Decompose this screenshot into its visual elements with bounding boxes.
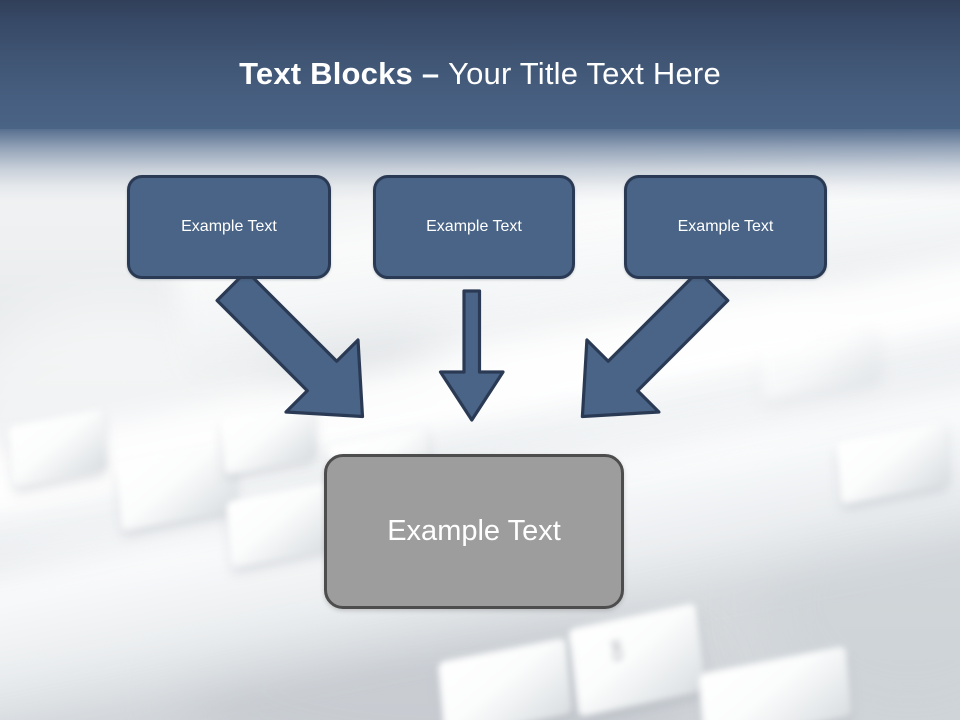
keyboard-key-legend-ctrl: Ctrl (608, 638, 627, 663)
text-block-1-label: Example Text (181, 218, 277, 235)
text-block-3-label: Example Text (677, 218, 774, 235)
text-block-result-label: Example Text (387, 515, 561, 547)
page-title: Text Blocks – Your Title Text Here (0, 53, 960, 95)
text-block-3[interactable]: Example Text (624, 175, 827, 279)
page-title-dash: – (413, 56, 449, 91)
page-title-strong: Text Blocks (239, 56, 413, 91)
header-band (0, 0, 960, 129)
text-block-2-label: Example Text (426, 218, 522, 235)
page-title-rest: Your Title Text Here (448, 56, 721, 91)
text-block-1[interactable]: Example Text (127, 175, 331, 279)
text-block-2[interactable]: Example Text (373, 175, 575, 279)
text-block-result[interactable]: Example Text (324, 454, 624, 609)
